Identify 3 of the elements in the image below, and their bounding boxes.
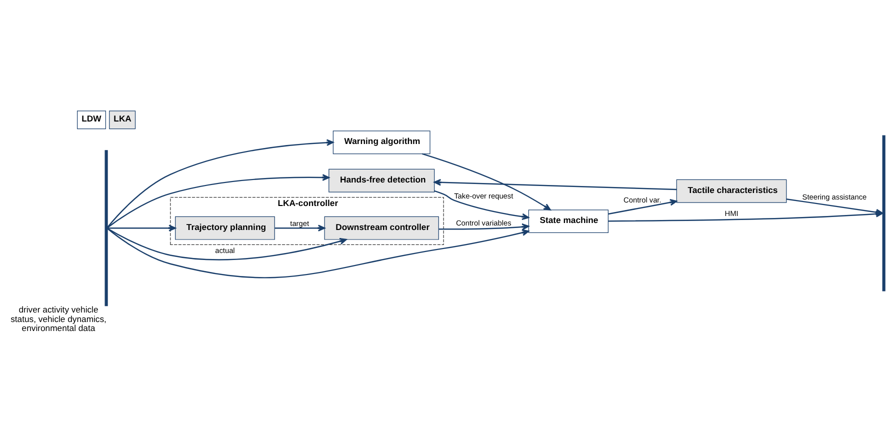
node-label: driver activity vehicle status, vehicle dynamics, environmental data [10, 304, 106, 334]
legend-label: LKA [113, 114, 131, 124]
legend-label: LDW [81, 114, 101, 124]
